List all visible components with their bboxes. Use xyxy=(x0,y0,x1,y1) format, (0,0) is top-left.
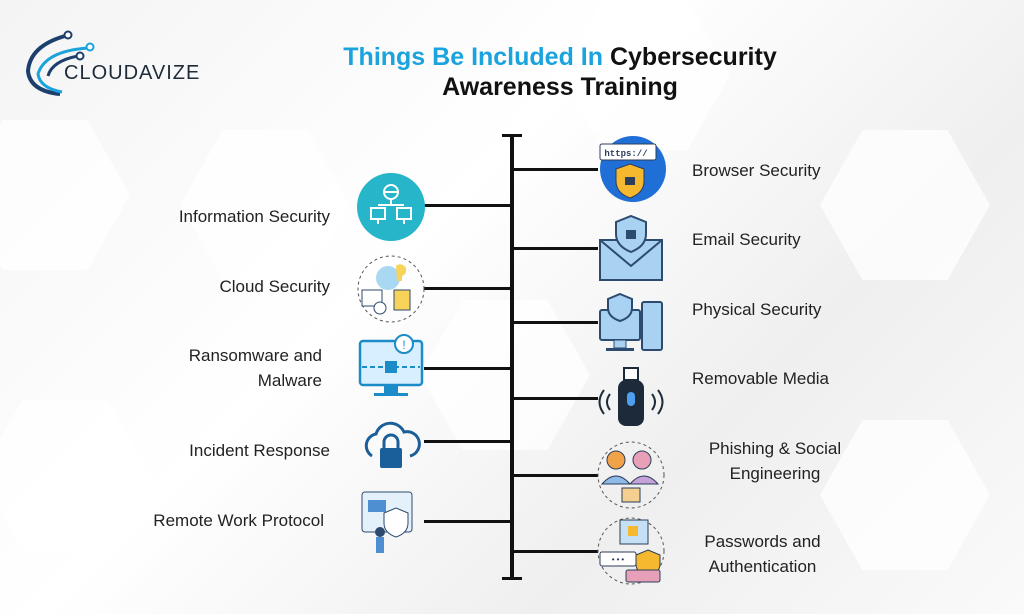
svg-text:https://: https:// xyxy=(604,149,647,159)
item-remote-work-protocol: Remote Work Protocol xyxy=(153,511,324,530)
locked-monitor-icon: ! xyxy=(356,333,426,403)
phishing-icon xyxy=(596,440,666,510)
spine-top-cap xyxy=(502,134,522,137)
remote-work-icon xyxy=(356,488,426,558)
network-globe-icon xyxy=(356,172,426,242)
connector xyxy=(512,474,598,477)
item-ransomware-malware: Ransomware and Malware xyxy=(188,346,322,390)
item-email-security: Email Security xyxy=(692,230,801,249)
connector xyxy=(512,247,598,250)
item-incident-response: Incident Response xyxy=(189,441,330,460)
connector xyxy=(424,367,512,370)
computer-shield-icon xyxy=(596,290,666,360)
connector xyxy=(424,440,512,443)
connector xyxy=(512,397,598,400)
timeline-spine xyxy=(510,135,514,579)
connector xyxy=(424,204,512,207)
item-cloud-security: Cloud Security xyxy=(219,277,330,296)
item-information-security: Information Security xyxy=(178,207,330,226)
cloud-data-icon xyxy=(356,254,426,324)
item-browser-security: Browser Security xyxy=(692,161,821,180)
connector xyxy=(424,287,512,290)
item-physical-security: Physical Security xyxy=(692,300,822,319)
logo-text: CLOUDAVIZE xyxy=(64,62,201,84)
item-passwords-authentication: Passwords and Authentication xyxy=(704,532,821,576)
email-shield-icon xyxy=(596,214,666,284)
password-icon: ••• xyxy=(596,516,666,586)
title-line2: Awareness Training xyxy=(442,73,678,101)
usb-drive-icon xyxy=(596,364,666,434)
https-shield-icon: https:// xyxy=(596,134,666,204)
cloud-lock-icon xyxy=(356,412,426,482)
svg-text:!: ! xyxy=(402,338,405,352)
title-highlight: Things Be Included In xyxy=(343,43,604,71)
cloudavize-logo xyxy=(20,26,220,96)
item-removable-media: Removable Media xyxy=(692,369,830,388)
connector xyxy=(512,550,598,553)
title-line1-rest: Cybersecurity xyxy=(609,43,777,71)
spine-bottom-cap xyxy=(502,577,522,580)
svg-text:•••: ••• xyxy=(611,556,625,565)
connector xyxy=(512,168,598,171)
item-phishing-social-engineering: Phishing & Social Engineering xyxy=(708,439,842,483)
page-title: Things Be Included In Cybersecurity Awar… xyxy=(300,42,820,102)
connector xyxy=(424,520,512,523)
connector xyxy=(512,321,598,324)
